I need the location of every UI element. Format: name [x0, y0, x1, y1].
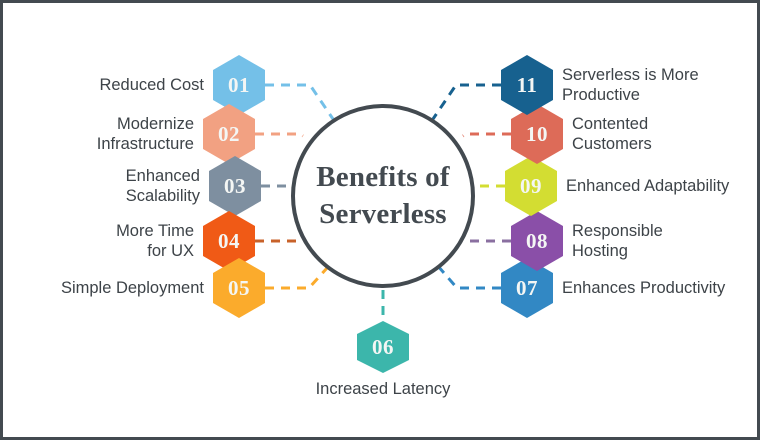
node-09[interactable]: 09 Enhanced Adaptability — [505, 156, 729, 216]
node-08-number: 08 — [526, 228, 548, 253]
center-circle: Benefits of Serverless — [291, 104, 475, 288]
node-06-label: Increased Latency — [315, 380, 451, 398]
node-06-number: 06 — [372, 334, 394, 359]
node-03-hexagon[interactable]: 03 — [209, 156, 261, 216]
node-06[interactable]: 06 Increased Latency — [296, 321, 470, 399]
connector-line-01 — [265, 83, 335, 120]
node-04-hexagon[interactable]: 04 — [203, 211, 255, 271]
node-01-label: Reduced Cost — [99, 75, 204, 94]
node-10-number: 10 — [526, 121, 548, 146]
node-04-number: 04 — [218, 228, 240, 253]
node-04[interactable]: More Time for UX 04 — [23, 211, 255, 271]
connector-line-10 — [462, 132, 511, 138]
node-10-label: Contented Customers — [572, 114, 652, 153]
node-07-number: 07 — [516, 275, 538, 300]
node-11-hexagon[interactable]: 11 — [501, 55, 553, 115]
node-01-number: 01 — [228, 72, 250, 97]
node-09-number: 09 — [520, 173, 542, 198]
node-09-label: Enhanced Adaptability — [566, 176, 730, 195]
node-06-hexagon[interactable]: 06 — [357, 321, 409, 373]
node-03[interactable]: Enhanced Scalability 03 — [29, 156, 261, 216]
node-09-hexagon[interactable]: 09 — [505, 156, 557, 216]
connector-line-11 — [431, 83, 501, 120]
node-11-number: 11 — [516, 72, 538, 97]
node-08[interactable]: 08 Responsible Hosting — [511, 211, 663, 271]
node-05[interactable]: Simple Deployment 05 — [23, 258, 265, 318]
node-11[interactable]: 11 Serverless is More Productive — [501, 55, 699, 115]
center-title: Benefits of Serverless — [316, 159, 449, 233]
node-11-label: Serverless is More Productive — [562, 65, 699, 104]
node-07[interactable]: 07 Enhances Productivity — [501, 258, 725, 318]
node-05-label: Simple Deployment — [60, 278, 204, 297]
center-title-line-2: Serverless — [319, 198, 447, 230]
node-02-label: Modernize Infrastructure — [96, 114, 194, 153]
center-title-line-1: Benefits of — [316, 160, 450, 193]
node-02-hexagon[interactable]: 02 — [203, 104, 255, 164]
node-03-number: 03 — [224, 173, 246, 198]
node-03-label: Enhanced Scalability — [125, 166, 200, 205]
node-08-hexagon[interactable]: 08 — [511, 211, 563, 271]
node-07-label: Enhances Productivity — [562, 278, 726, 297]
node-02-number: 02 — [218, 121, 240, 146]
node-01[interactable]: Reduced Cost 01 — [33, 55, 265, 115]
node-10-hexagon[interactable]: 10 — [511, 104, 563, 164]
node-04-label: More Time for UX — [116, 221, 194, 260]
node-08-label: Responsible Hosting — [572, 221, 663, 260]
node-02[interactable]: Modernize Infrastructure 02 — [23, 104, 255, 164]
connector-line-02 — [255, 132, 304, 138]
node-10[interactable]: 10 Contented Customers — [511, 104, 652, 164]
node-05-number: 05 — [228, 275, 250, 300]
node-05-hexagon[interactable]: 05 — [213, 258, 265, 318]
